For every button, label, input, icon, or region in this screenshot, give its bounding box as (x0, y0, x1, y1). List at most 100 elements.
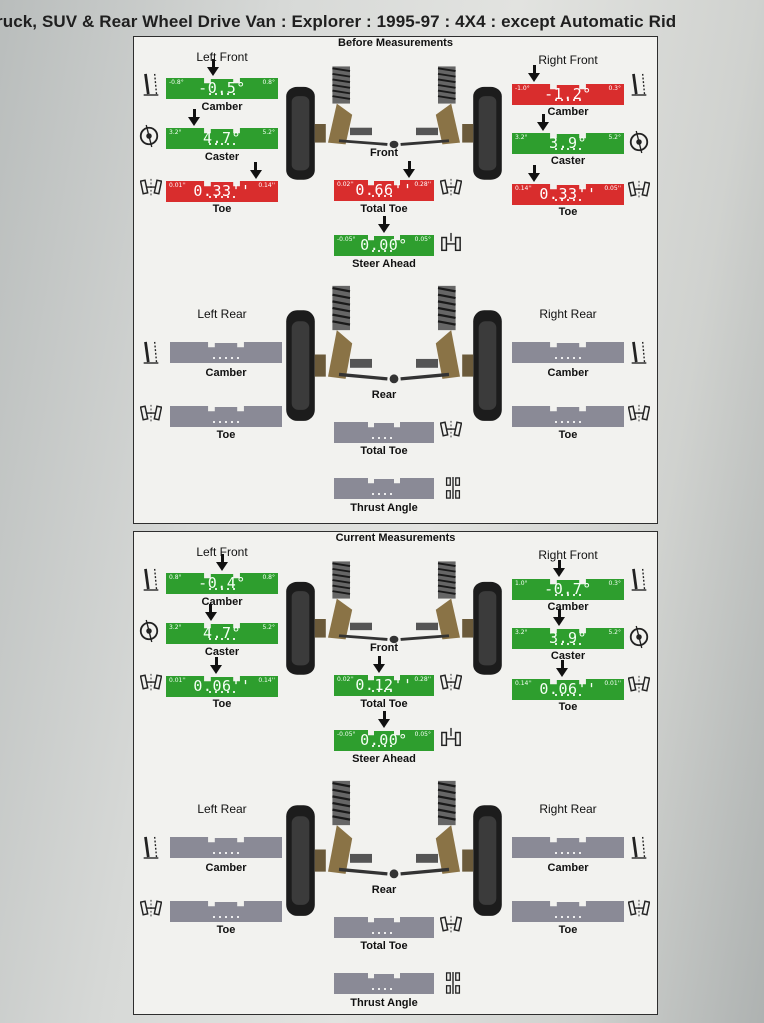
right-front-caster-gauge: 3.2°5.2°3.9° (512, 625, 624, 649)
steer-ahead-gauge: -0.05°0.05°0.00° (334, 232, 434, 256)
steer-ahead-label: Steer Ahead (352, 753, 416, 765)
min-limit: 0.14'' (515, 185, 532, 192)
reading-value: 0.33'' (193, 182, 251, 200)
left-rear-title: Left Rear (197, 307, 247, 321)
min-limit: 0.02'' (337, 676, 354, 683)
pointer-arrow-icon (216, 554, 228, 571)
right-front-camber-gauge: -1.0°0.3°-1.2° (512, 81, 624, 105)
right-rear-camber-label: Camber (547, 862, 589, 874)
max-limit: 5.2° (262, 129, 275, 136)
min-limit: -0.05° (337, 731, 356, 738)
toe-icon (140, 673, 162, 693)
max-limit: 0.8° (262, 574, 275, 581)
left-front-caster-gauge: 3.2°5.2°4.7° (166, 620, 278, 644)
thrust-angle-label: Thrust Angle (350, 502, 418, 514)
right-rear-camber-gauge (512, 339, 624, 363)
right-front-camber-label: Camber (547, 601, 589, 613)
reading-value: 4.7° (202, 624, 242, 642)
left-front-caster-gauge: 3.2°5.2°4.7° (166, 125, 278, 149)
left-front-camber-label: Camber (201, 101, 243, 113)
front-suspension-diagram (286, 66, 502, 180)
right-rear-title: Right Rear (539, 802, 597, 816)
reading-value: -0.7° (544, 580, 592, 598)
left-rear-title: Left Rear (197, 802, 247, 816)
left-front-toe-gauge: 0.01''0.14''0.06'' (166, 673, 278, 697)
caster-icon (139, 124, 159, 148)
camber-icon (143, 836, 159, 859)
max-limit: 0.28'' (414, 181, 431, 188)
left-front-toe-label: Toe (212, 203, 232, 215)
left-rear-camber-gauge (170, 834, 282, 858)
caster-icon (139, 619, 159, 643)
left-front-caster-label: Caster (204, 646, 240, 658)
reading-value: -0.5° (198, 79, 246, 97)
toe-icon (440, 420, 462, 440)
max-limit: 0.14'' (258, 182, 275, 189)
pointer-arrow-icon (553, 609, 566, 626)
reading-value: 0.06'' (539, 680, 597, 698)
rear-axle-label: Rear (371, 884, 397, 896)
pointer-arrow-icon (403, 161, 415, 178)
toe-icon (440, 178, 462, 198)
max-limit: 0.05° (414, 236, 431, 243)
pointer-arrow-icon (373, 656, 385, 673)
min-limit: 3.2° (515, 134, 528, 141)
right-rear-camber-gauge (512, 834, 624, 858)
left-rear-toe-gauge (170, 898, 282, 922)
camber-icon (143, 568, 159, 591)
steer-ahead-icon (441, 232, 461, 252)
right-front-caster-gauge: 3.2°5.2°3.9° (512, 130, 624, 154)
right-front-toe-label: Toe (558, 206, 578, 218)
steer-ahead-label: Steer Ahead (352, 258, 416, 270)
rear-suspension-diagram (286, 780, 502, 916)
min-limit: 1.0° (515, 580, 528, 587)
right-rear-toe-label: Toe (558, 924, 578, 936)
pointer-arrow-icon (537, 114, 550, 131)
steer-ahead-gauge: -0.05°0.05°0.00° (334, 727, 434, 751)
reading-value: 0.00° (360, 731, 408, 749)
reading-value: 0.33'' (539, 185, 597, 203)
right-front-caster-label: Caster (550, 650, 586, 662)
right-front-title: Right Front (538, 548, 598, 562)
max-limit: 0.14'' (258, 677, 275, 684)
toe-icon (628, 899, 650, 919)
left-rear-toe-gauge (170, 403, 282, 427)
rear-total-toe-gauge (334, 419, 434, 443)
front-axle-label: Front (369, 642, 399, 654)
right-rear-camber-label: Camber (547, 367, 589, 379)
pointer-arrow-icon (378, 711, 390, 728)
reading-value: 0.00° (360, 236, 408, 254)
thrust-angle-icon (445, 972, 461, 994)
toe-icon (628, 404, 650, 424)
reading-value: -0.4° (198, 574, 246, 592)
min-limit: -0.8° (169, 79, 184, 86)
right-front-title: Right Front (538, 53, 598, 67)
caster-icon (629, 625, 649, 649)
left-rear-camber-gauge (170, 339, 282, 363)
rear-total-toe-gauge (334, 914, 434, 938)
rear-total-toe-label: Total Toe (360, 940, 408, 952)
toe-icon (140, 899, 162, 919)
thrust-angle-icon (445, 477, 461, 499)
min-limit: 0.01'' (169, 182, 186, 189)
reading-value: 0.06'' (193, 677, 251, 695)
reading-value: -1.2° (544, 85, 592, 103)
thrust-angle-label: Thrust Angle (350, 997, 418, 1009)
total-toe-gauge: 0.02''0.28''0.12'' (334, 672, 434, 696)
total-toe-gauge: 0.02''0.28''0.66'' (334, 177, 434, 201)
pointer-arrow-icon (188, 109, 200, 126)
pointer-arrow-icon (249, 162, 262, 179)
max-limit: 0.01'' (604, 680, 621, 687)
max-limit: 0.3° (608, 85, 621, 92)
pointer-arrow-icon (553, 560, 566, 577)
panel-title: Current Measurements (335, 532, 456, 544)
front-axle-label: Front (369, 147, 399, 159)
panel-title: Before Measurements (338, 37, 453, 49)
left-rear-toe-label: Toe (216, 429, 236, 441)
right-front-toe-label: Toe (558, 701, 578, 713)
max-limit: 5.2° (262, 624, 275, 631)
left-front-camber-gauge: 0.8°0.8°-0.4° (166, 570, 278, 594)
